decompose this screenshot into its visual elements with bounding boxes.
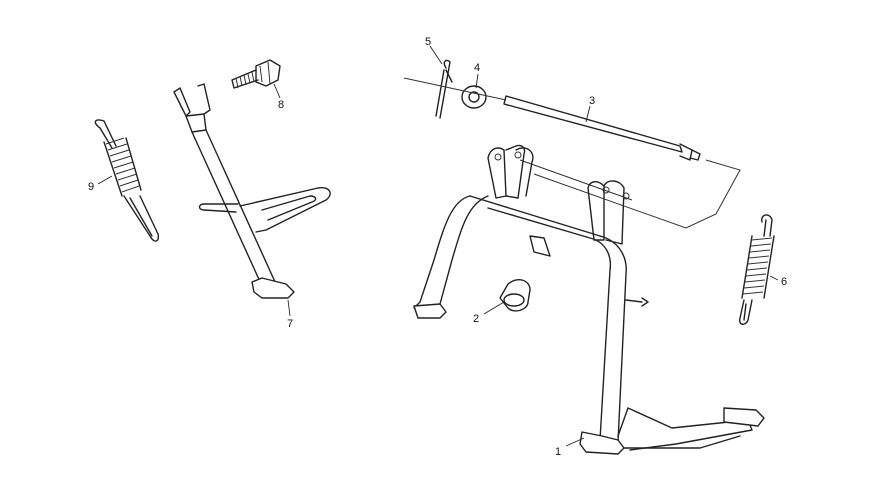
- callout-4: 4: [474, 62, 480, 74]
- callout-9: 9: [88, 181, 94, 193]
- callout-7: 7: [287, 318, 293, 330]
- leader-2: [483, 301, 505, 315]
- bolt-part-8: [231, 59, 281, 89]
- callout-3: 3: [589, 95, 595, 107]
- leader-8: [273, 83, 281, 99]
- callout-8: 8: [278, 99, 284, 111]
- callout-5: 5: [425, 36, 431, 48]
- leader-lines: [97, 45, 779, 447]
- leader-1: [565, 437, 585, 447]
- side-stand-part-7: [173, 83, 331, 299]
- spring-part-6: [738, 214, 775, 325]
- leader-9: [97, 175, 113, 185]
- leader-7: [287, 299, 291, 317]
- cotter-pin-part-5: [435, 59, 453, 119]
- callout-1: 1: [555, 446, 561, 458]
- stopper-part-2: [499, 279, 531, 312]
- leader-3: [585, 105, 591, 123]
- center-stand-part-1: [413, 144, 765, 455]
- leader-4: [475, 73, 479, 89]
- shaft-part-3: [403, 77, 741, 229]
- spring-part-9: [94, 119, 160, 242]
- leader-5: [429, 45, 443, 65]
- callout-6: 6: [781, 276, 787, 288]
- callout-2: 2: [473, 313, 479, 325]
- washer-part-4: [461, 85, 487, 109]
- leader-6: [769, 275, 779, 281]
